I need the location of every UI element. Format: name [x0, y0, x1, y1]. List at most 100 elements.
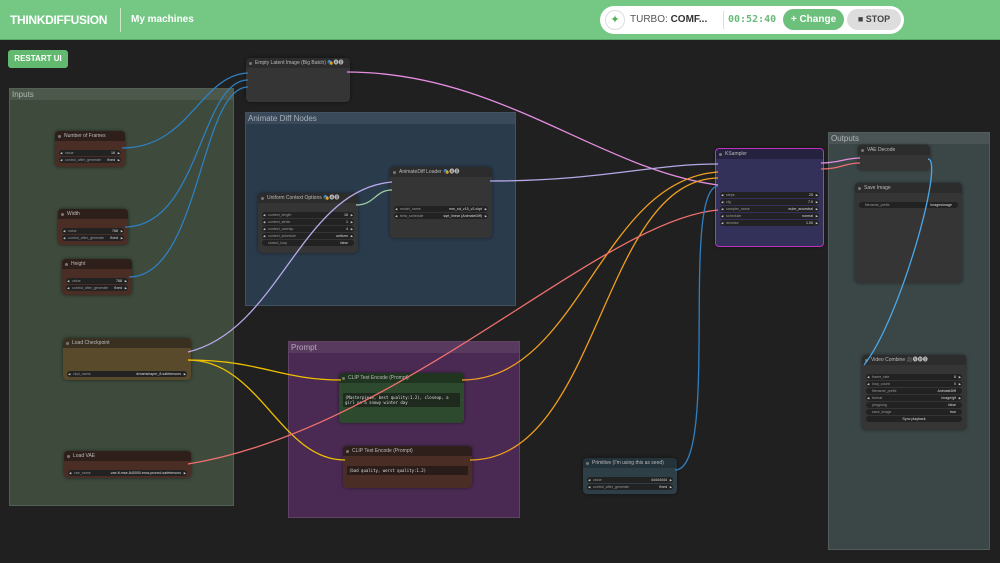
widget-label: control_after_generate — [68, 236, 105, 240]
node-vae[interactable]: Load VAEvae_namevae-ft-mse-840000-ema-pr… — [64, 451, 191, 478]
widget-value: euler_ancestral — [788, 207, 813, 211]
my-machines-link[interactable]: My machines — [131, 14, 194, 25]
rocket-icon: ✦ — [605, 10, 625, 30]
widget-value: mm_sd_v15_v2.ckpt — [449, 207, 482, 211]
widget-vae-name[interactable]: vae_namevae-ft-mse-840000-ema-pruned.saf… — [68, 470, 187, 476]
machine-name: COMF... — [670, 14, 708, 25]
widget-value[interactable]: value 768 — [66, 278, 128, 284]
machine-prefix: TURBO: — [630, 14, 671, 25]
node-title: Load Checkpoint — [63, 338, 191, 348]
node-ksampler[interactable]: KSampler steps25cfg7.0sampler_nameeuler_a… — [715, 148, 824, 247]
widget-scheduler[interactable]: scheduler normal — [720, 213, 819, 219]
widget-value: sqrt_linear (AnimateDiff) — [443, 214, 482, 218]
widget-value: normal — [802, 214, 813, 218]
widget-sync-playback[interactable]: Sync playback — [866, 416, 962, 422]
machine-label: TURBO: COMF... — [630, 14, 707, 25]
node-ckpt[interactable]: Load Checkpoint ckpt_namedreamshaper_8.sa… — [63, 338, 191, 380]
widget-label: frame_rate — [872, 375, 890, 379]
node-title: CLIP Text Encode (Prompt) — [339, 373, 464, 383]
widget-label: context_length — [268, 213, 292, 217]
node-vaedec[interactable]: VAE Decode — [858, 145, 930, 170]
widget-context-length[interactable]: context_length 16 — [262, 212, 354, 218]
widget-value: false — [340, 241, 348, 245]
widget-label: value — [65, 151, 74, 155]
widget-control-after-generate[interactable]: control_after_generate fixed — [62, 235, 124, 241]
stop-button[interactable]: ■ STOP — [847, 9, 901, 30]
node-title: CLIP Text Encode (Prompt) — [343, 446, 472, 456]
widget-loop-count[interactable]: loop_count 0 — [866, 381, 962, 387]
node-title: Width — [58, 209, 128, 219]
node-loader[interactable]: AnimateDiff Loader 🎭🅐🅓 model_namemm_sd_v1… — [390, 167, 492, 238]
node-context[interactable]: Uniform Context Options 🎭🅐🅓 context_lengt… — [258, 193, 358, 253]
prompt-textarea[interactable]: (Masterpiece, best quality:1.2), closeup… — [343, 393, 460, 407]
widget-label: filename_prefix — [865, 203, 890, 207]
node-title: VAE Decode — [858, 145, 930, 155]
widget-label: loop_count — [872, 382, 890, 386]
widget-label: save_image — [872, 410, 892, 414]
widget-value: 768 — [112, 229, 118, 233]
widget-label: beta_schedule — [400, 214, 424, 218]
node-frames[interactable]: Number of Framesvalue16control_after_gen… — [55, 131, 125, 167]
node-neg[interactable]: CLIP Text Encode (Prompt) (bad quality, w… — [343, 446, 472, 488]
widget-value: fixed — [114, 286, 122, 290]
node-video[interactable]: Video Combine 🎥🅥🅗🅢frame_rate8loop_count0… — [862, 355, 966, 430]
node-pos[interactable]: CLIP Text Encode (Prompt) (Masterpiece, b… — [339, 373, 464, 423]
node-title: Uniform Context Options 🎭🅐🅓 — [258, 193, 358, 203]
divider — [723, 11, 724, 29]
widget-value: 4 — [346, 227, 348, 231]
widget-value: 16 — [344, 213, 348, 217]
restart-ui-button[interactable]: RESTART UI — [8, 50, 68, 68]
widget-label: value — [72, 279, 81, 283]
widget-value: vae-ft-mse-840000-ema-pruned.safetensors — [110, 471, 181, 475]
node-title: Number of Frames — [55, 131, 125, 141]
widget-value: 1.00 — [806, 221, 813, 225]
widget-beta-schedule[interactable]: beta_schedule sqrt_linear (AnimateDiff) — [394, 213, 488, 219]
prompt-textarea[interactable]: (bad quality, worst quality:1.2) — [347, 466, 468, 475]
widget-label: Sync playback — [902, 417, 926, 421]
widget-label: scheduler — [726, 214, 742, 218]
widget-label: control_after_generate — [65, 158, 102, 162]
widget-value: 7.0 — [808, 200, 813, 204]
brand-logo[interactable]: THINKDIFFUSION — [10, 13, 108, 27]
node-title: KSampler — [716, 149, 823, 159]
change-button[interactable]: + Change — [783, 9, 844, 30]
widget-value: fixed — [659, 485, 667, 489]
widget-value: dreamshaper_8.safetensors — [136, 372, 181, 376]
link — [674, 185, 719, 471]
widget-label: pingpong — [872, 403, 887, 407]
node-title: AnimateDiff Loader 🎭🅐🅓 — [390, 167, 492, 177]
node-title: Height — [62, 259, 132, 269]
widget-value: 0 — [954, 382, 956, 386]
widget-value: 768 — [116, 279, 122, 283]
node-height[interactable]: Height value 768 control_after_generatefixe… — [62, 259, 132, 295]
node-seed[interactable]: Primitive (I'm using this as seed)value4… — [583, 458, 677, 494]
widget-value: uniform — [336, 234, 348, 238]
group-prompt[interactable]: Prompt — [288, 341, 520, 518]
node-latent[interactable]: Empty Latent Image (Big Batch) 🎭🅐🅓 — [246, 58, 350, 102]
widget-value: fixed — [110, 236, 118, 240]
